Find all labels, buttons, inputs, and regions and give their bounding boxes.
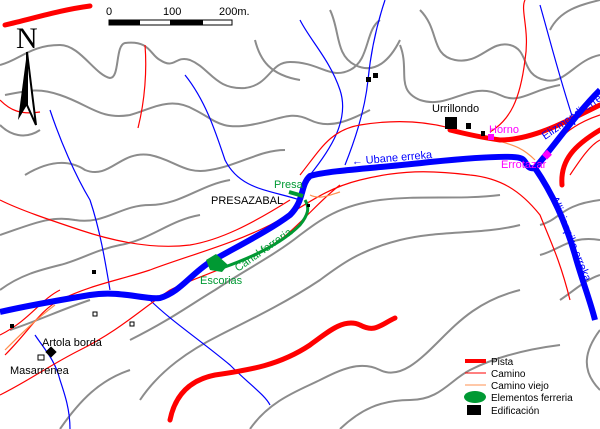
buildings — [10, 73, 485, 361]
label-horno: Horno — [489, 124, 519, 136]
building — [466, 123, 471, 129]
scale-bar: 0 100 200m. — [106, 6, 250, 26]
scale-tick-100: 100 — [163, 6, 181, 18]
poi-horno[interactable] — [488, 134, 494, 140]
ferreria-elements — [206, 134, 552, 272]
legend-symbol-ferreria — [464, 391, 486, 403]
rivers — [0, 87, 600, 321]
legend-label-camino-viejo: Camino viejo — [491, 381, 549, 392]
building — [481, 131, 485, 136]
canal-ferreria — [221, 199, 310, 270]
caminos — [0, 0, 600, 396]
legend-label-pista: Pista — [491, 357, 514, 368]
legend-symbol-edificacion — [467, 405, 481, 415]
presa-dam — [288, 190, 304, 198]
building — [366, 77, 371, 82]
scale-tick-0: 0 — [106, 6, 112, 18]
legend-label-ferreria: Elementos ferreria — [491, 393, 573, 404]
building — [373, 73, 378, 78]
north-arrow-icon: N — [16, 22, 38, 126]
building-urrillondo[interactable] — [445, 117, 457, 129]
building-artola-borda[interactable] — [45, 346, 57, 358]
building-ruin — [129, 321, 135, 327]
building — [307, 204, 310, 207]
label-artola-borda: Artola borda — [42, 337, 103, 349]
legend-label-edificacion: Edificación — [491, 406, 539, 417]
label-urrillondo: Urrillondo — [432, 103, 479, 115]
label-errotazar: Errotazar — [501, 159, 547, 171]
building-ruin — [37, 354, 45, 361]
label-masarrenea: Masarrenea — [10, 365, 70, 377]
escorias-area — [206, 254, 228, 272]
label-presazabal: PRESAZABAL — [211, 195, 283, 207]
building — [92, 270, 96, 274]
legend-label-camino: Camino — [491, 369, 526, 380]
legend: Pista Camino Camino viejo Elementos ferr… — [464, 357, 573, 417]
north-label: N — [16, 22, 38, 55]
building — [10, 324, 14, 328]
poi-errotazar[interactable] — [542, 149, 552, 160]
building-ruin — [92, 311, 98, 317]
label-escorias: Escorias — [200, 275, 243, 287]
label-presa: Presa — [274, 179, 304, 191]
scale-tick-200: 200m. — [219, 6, 250, 18]
